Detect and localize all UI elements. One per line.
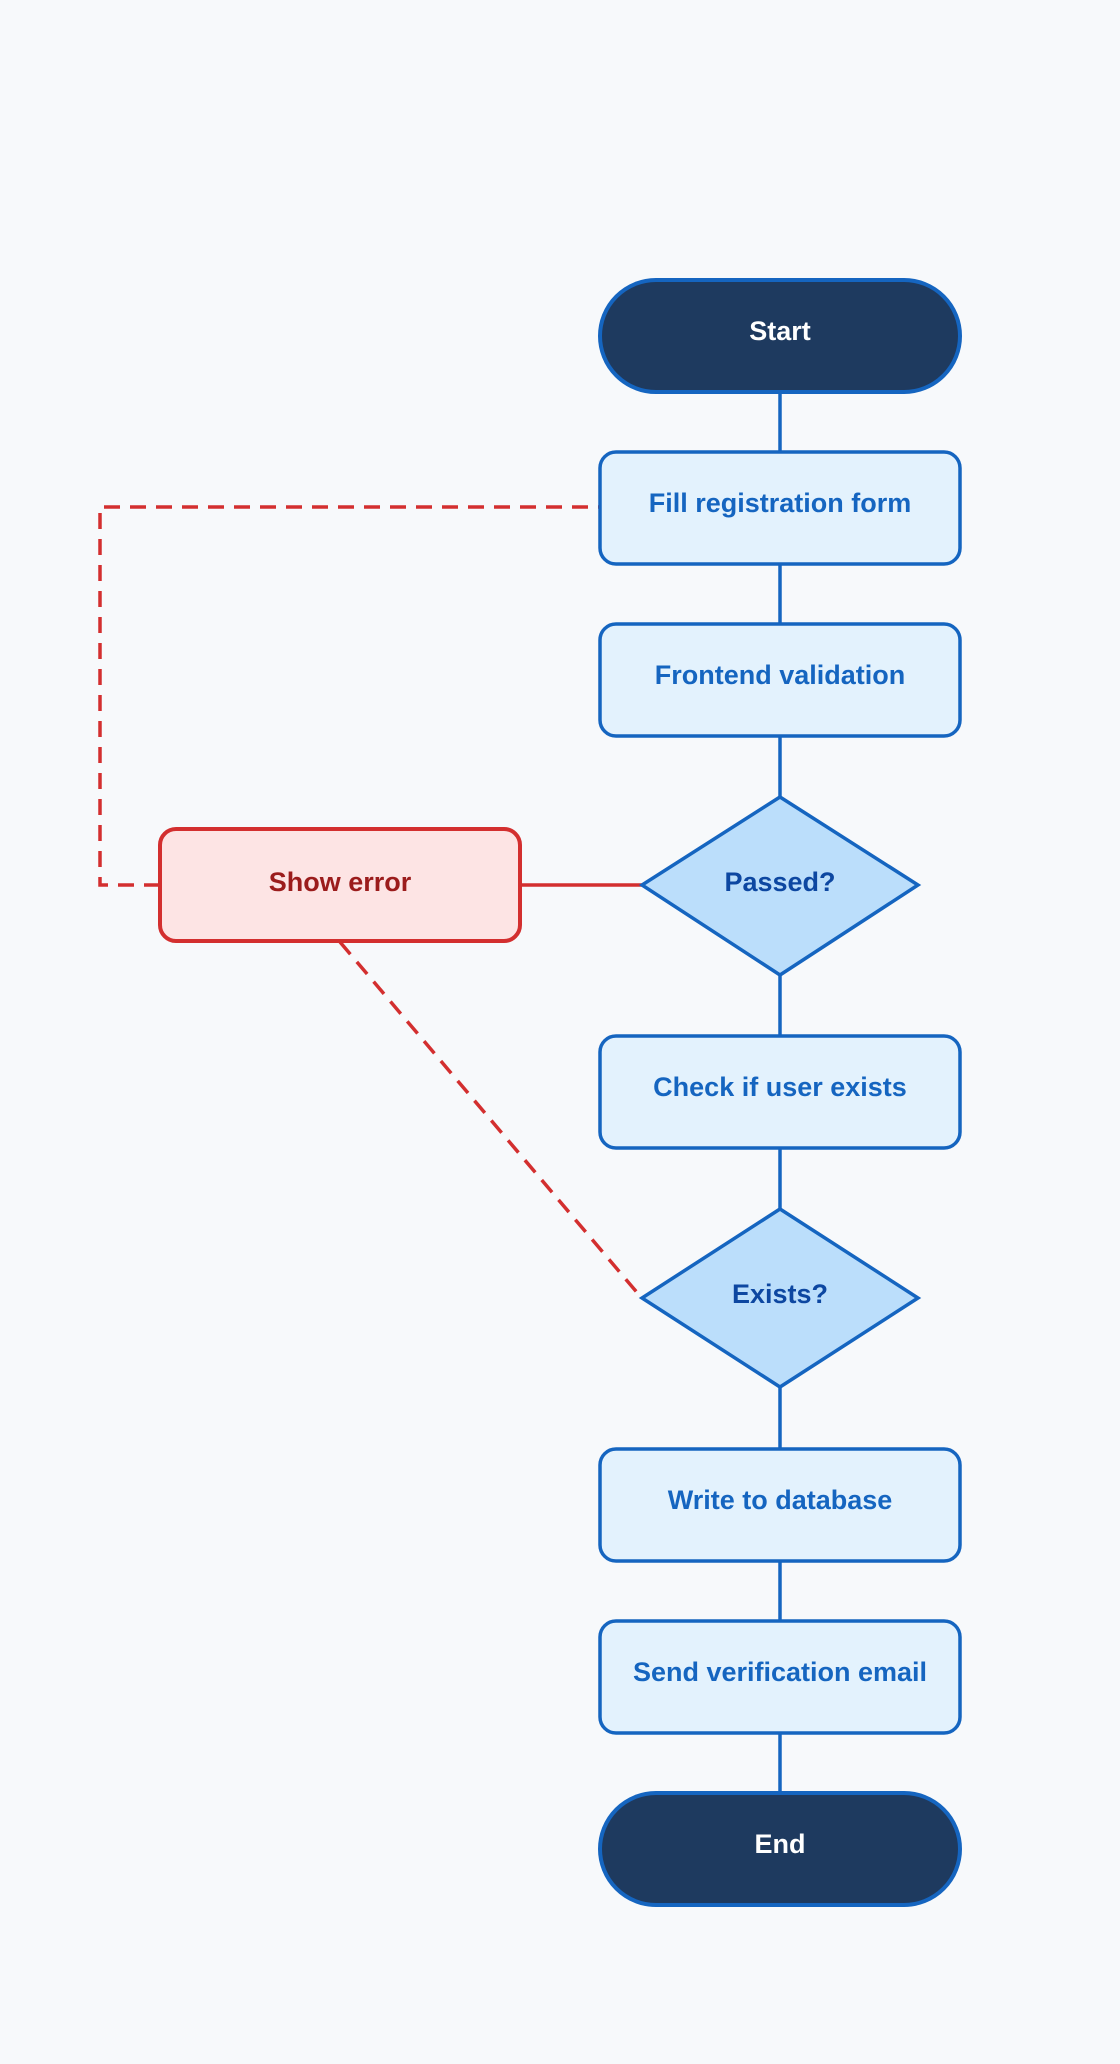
- node-check-user: Check if user exists: [598, 1034, 962, 1150]
- node-start: Start: [598, 278, 962, 394]
- node-label: Passed?: [724, 867, 835, 897]
- terminal-shape: [598, 278, 962, 394]
- node-label: Exists?: [732, 1279, 828, 1309]
- node-exists: Exists?: [638, 1206, 922, 1390]
- connectors: [98, 392, 782, 1793]
- node-label: Write to database: [668, 1485, 893, 1515]
- edge-show-error-to-fill-form: [98, 505, 600, 887]
- node-fill-form: Fill registration form: [598, 450, 962, 566]
- node-label: Send verification email: [633, 1657, 927, 1687]
- node-label: Fill registration form: [649, 488, 912, 518]
- process-shape: [598, 1619, 962, 1735]
- process-shape: [598, 1034, 962, 1150]
- process-shape: [598, 1447, 962, 1563]
- edge-exists-to-show-error: [338, 940, 642, 1298]
- terminal-shape: [598, 1791, 962, 1907]
- node-passed: Passed?: [638, 794, 922, 978]
- node-label: Show error: [269, 867, 412, 897]
- node-label: End: [755, 1829, 806, 1859]
- node-label: Check if user exists: [653, 1072, 907, 1102]
- process-shape: [598, 450, 962, 566]
- node-show-error: Show error: [158, 827, 522, 943]
- node-write-db: Write to database: [598, 1447, 962, 1563]
- error-shape: [158, 827, 522, 943]
- decision-shape: [638, 794, 922, 978]
- node-frontend-validation: Frontend validation: [598, 622, 962, 738]
- node-send-email: Send verification email: [598, 1619, 962, 1735]
- decision-shape: [638, 1206, 922, 1390]
- node-label: Frontend validation: [655, 660, 906, 690]
- node-end: End: [598, 1791, 962, 1907]
- process-shape: [598, 622, 962, 738]
- node-label: Start: [749, 316, 811, 346]
